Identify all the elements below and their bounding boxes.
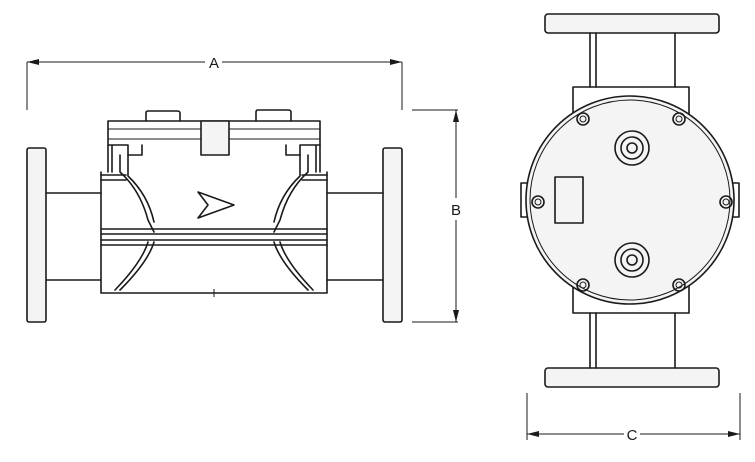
dimension-a-label: A xyxy=(209,55,219,72)
top-flange xyxy=(544,13,720,34)
dimension-c: C xyxy=(526,393,741,444)
dimension-b-extension xyxy=(412,109,458,323)
bolt-hole-inner xyxy=(675,115,683,123)
top-neck xyxy=(589,32,676,88)
top-lug-right xyxy=(255,109,292,122)
dimension-b-arrow-bottom-icon xyxy=(453,310,459,322)
upper-boss-middle xyxy=(620,136,644,160)
dimension-c-label: C xyxy=(627,427,638,444)
bolt-hole-group xyxy=(531,112,733,292)
left-pipe-stub xyxy=(45,192,102,281)
side-lug-right xyxy=(732,182,740,218)
bolt-hole-inner xyxy=(675,281,683,289)
dimension-a-arrow-left-icon xyxy=(27,59,39,65)
lower-boss-inner xyxy=(626,254,638,266)
bolt-hole xyxy=(531,195,545,209)
bolt-hole-inner xyxy=(534,198,542,206)
bolt-hole xyxy=(672,278,686,292)
bolt-hole-inner xyxy=(579,115,587,123)
right-body-contour xyxy=(273,154,309,233)
lower-boss xyxy=(614,242,650,278)
right-body-contour-lower xyxy=(273,241,314,291)
right-pipe-stub xyxy=(326,192,384,281)
bolt-hole xyxy=(672,112,686,126)
cover-notch-left xyxy=(107,144,143,173)
cover-center-block xyxy=(200,120,230,156)
upper-boss-outer xyxy=(614,130,650,166)
lower-boss-middle xyxy=(620,248,644,272)
flow-direction-arrow-icon xyxy=(197,191,235,219)
side-lug-left xyxy=(520,182,528,218)
nameplate xyxy=(554,176,584,224)
upper-boss-inner xyxy=(626,142,638,154)
top-lug-left xyxy=(145,110,181,122)
lower-boss-outer xyxy=(614,242,650,278)
bottom-neck xyxy=(589,312,676,369)
dimension-a-extension xyxy=(26,62,403,110)
bottom-flange xyxy=(544,367,720,388)
end-view xyxy=(520,13,740,388)
dimension-a: A xyxy=(26,55,403,110)
left-body-contour-lower xyxy=(114,241,155,291)
circular-housing-inner xyxy=(529,99,731,301)
dimension-a-arrow-right-icon xyxy=(390,59,402,65)
bolt-hole-inner xyxy=(722,198,730,206)
bolt-hole xyxy=(576,278,590,292)
left-body-contour xyxy=(119,154,155,233)
dimension-b-arrow-top-icon xyxy=(453,110,459,122)
body-top-left xyxy=(100,174,127,181)
cover-notch-right xyxy=(285,144,321,173)
bolt-hole xyxy=(719,195,733,209)
dimension-c-arrow-left-icon xyxy=(527,431,539,437)
dimension-c-extension xyxy=(526,393,741,440)
side-view xyxy=(26,109,403,323)
bolt-hole-inner xyxy=(579,281,587,289)
upper-boss xyxy=(614,130,650,166)
dimension-b: B xyxy=(412,109,461,323)
left-flange xyxy=(26,147,47,323)
dimension-b-label: B xyxy=(451,202,461,219)
right-flange xyxy=(382,147,403,323)
seat-band xyxy=(100,228,328,246)
body-top-right xyxy=(301,174,328,181)
circular-housing xyxy=(525,95,735,305)
dimension-c-arrow-right-icon xyxy=(728,431,740,437)
bolt-hole xyxy=(576,112,590,126)
